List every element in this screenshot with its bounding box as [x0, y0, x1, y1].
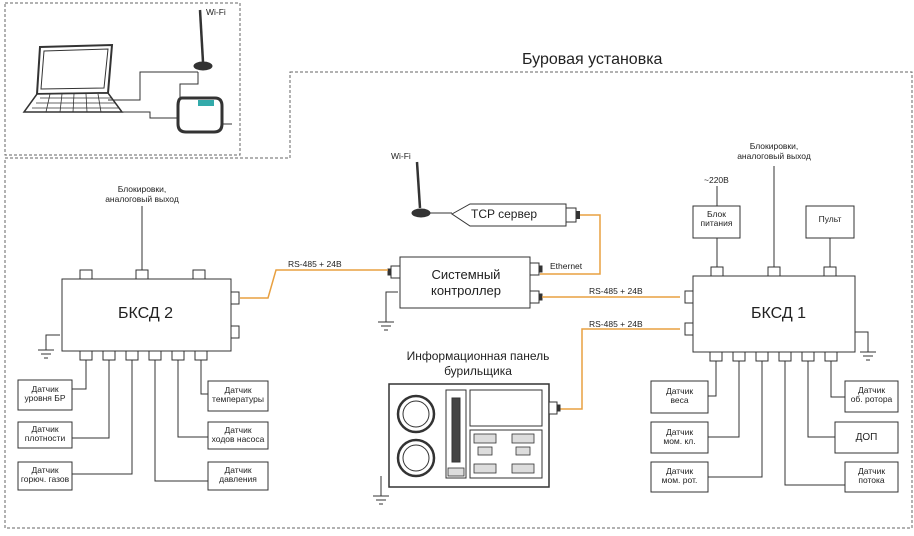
pult-block: [805, 205, 855, 239]
left-interlock-label-1: Блокировки,: [117, 184, 167, 194]
rs485-cables: [240, 269, 680, 410]
rig-title: Буровая установка: [522, 51, 663, 68]
driller-panel-device: [373, 383, 561, 505]
panel-title-2: бурильщика: [444, 364, 512, 378]
remote-antenna-icon: [193, 9, 213, 71]
bksd1-block: [684, 166, 876, 362]
router-icon: [176, 96, 232, 134]
remote-frame: [4, 2, 241, 156]
left-sensor-wires: [72, 360, 208, 482]
ethernet-label: Ethernet: [550, 261, 583, 271]
rig-frame: [4, 71, 913, 529]
remote-wifi-label: Wi-Fi: [206, 7, 226, 17]
rs485-label-1: RS-485 + 24В: [288, 259, 342, 269]
site-antenna-icon: [411, 161, 431, 218]
tcp-server-label: TCP сервер: [471, 207, 538, 221]
site-wifi-label: Wi-Fi: [391, 151, 411, 161]
controller-label-2: контроллер: [430, 283, 501, 298]
pult-label: Пульт: [818, 214, 842, 224]
sensor-right-4: ДОП: [855, 432, 878, 443]
right-interlock-label-2: аналоговый выход: [737, 151, 811, 161]
left-sensor-boxes: [17, 379, 269, 491]
voltage-label: ~220В: [704, 175, 729, 185]
psu-block: [692, 205, 741, 239]
bksd2-label: БКСД 2: [118, 305, 174, 322]
bksd1-label: БКСД 1: [751, 305, 807, 322]
panel-title-1: Информационная панель: [406, 349, 550, 363]
controller-block: [378, 256, 543, 331]
right-sensor-boxes: [650, 380, 899, 493]
laptop-icon: [22, 43, 124, 113]
rs485-label-3: RS-485 + 24В: [589, 319, 643, 329]
bksd2-block: [38, 206, 240, 361]
controller-label-1: Системный: [431, 267, 501, 282]
left-interlock-label-2: аналоговый выход: [105, 194, 179, 204]
right-sensor-wires: [708, 361, 845, 486]
right-interlock-label-1: Блокировки,: [749, 141, 799, 151]
rs485-label-2: RS-485 + 24В: [589, 286, 643, 296]
